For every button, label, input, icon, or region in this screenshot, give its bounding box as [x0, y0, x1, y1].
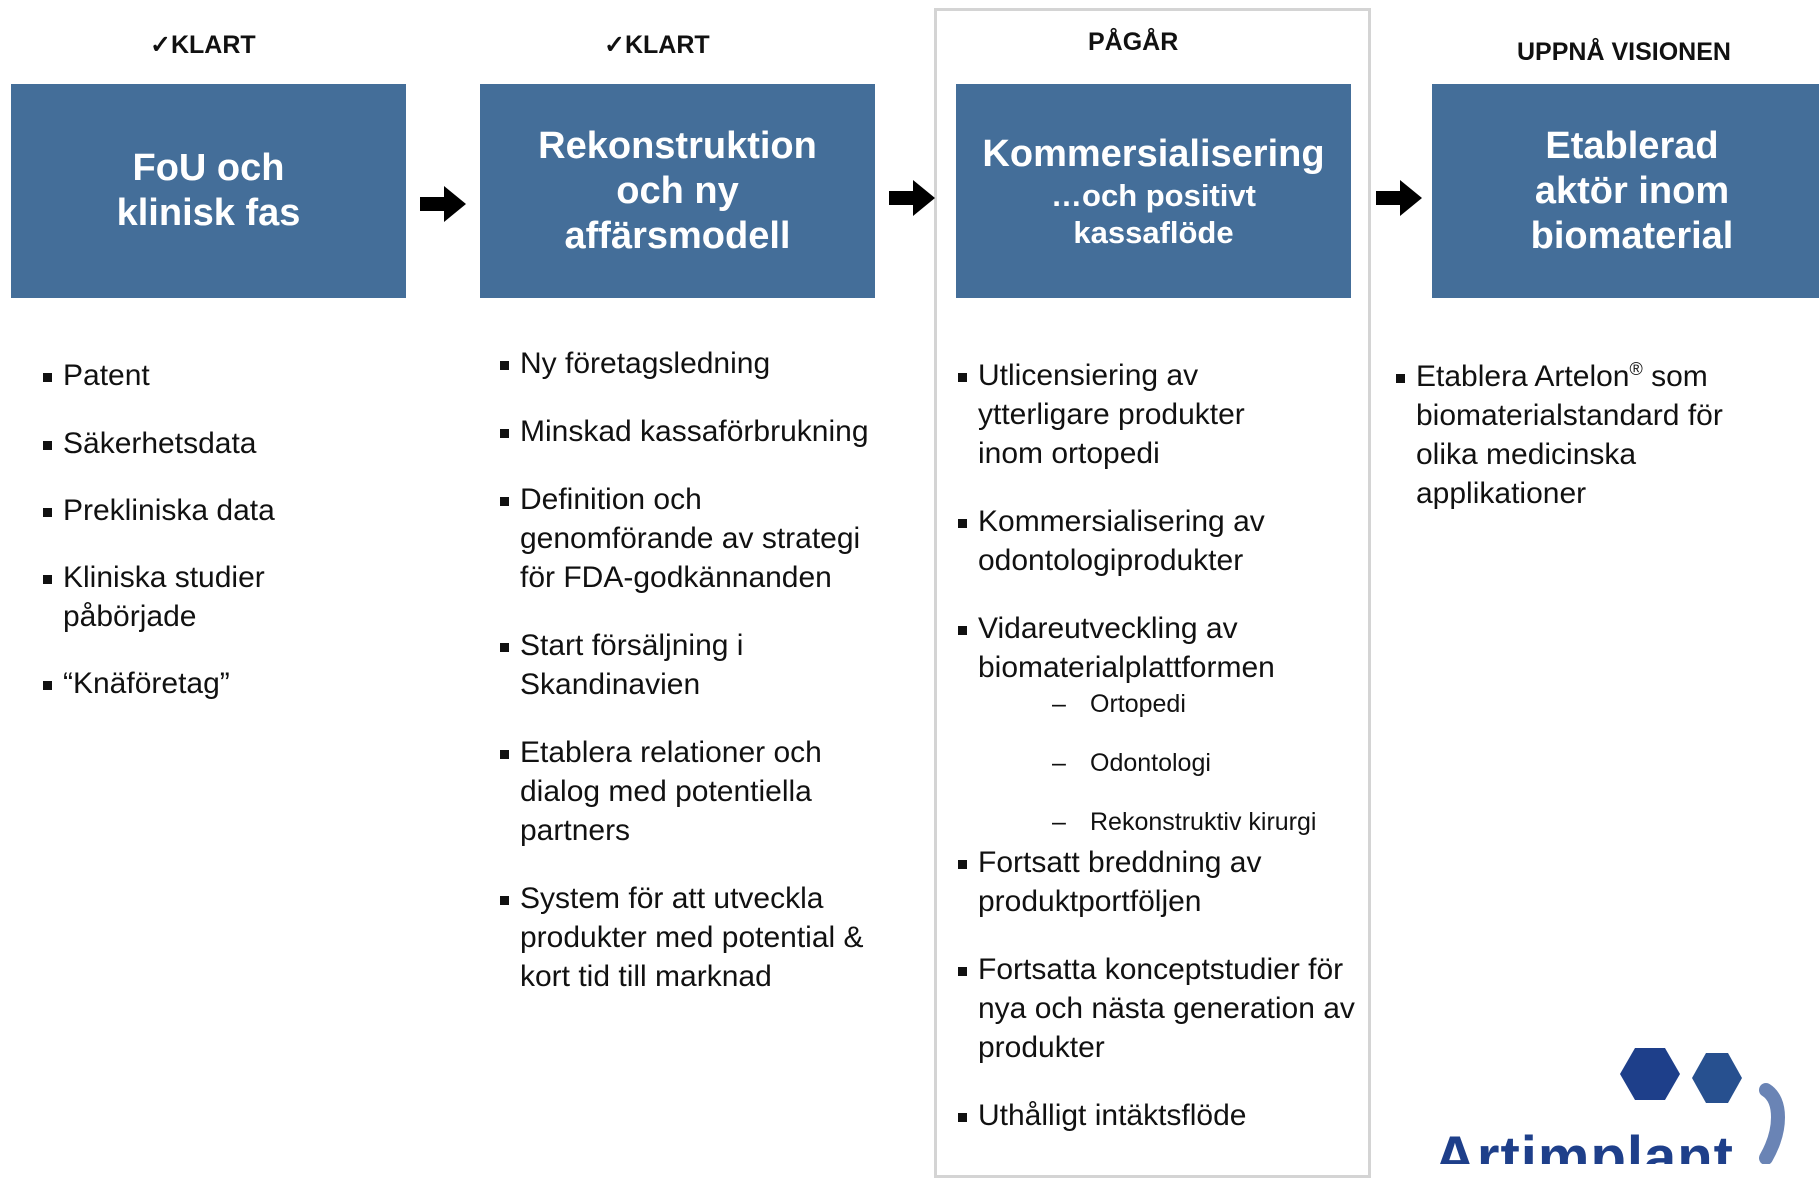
list-item-text: “Knäföretag”	[63, 667, 230, 700]
list-item: Uthålligt intäktsflöde	[958, 1096, 1358, 1135]
list-item-text: Uthålligt intäktsflöde	[978, 1099, 1247, 1132]
bullet-list-stage-1: Patent Säkerhetsdata Prekliniska data Kl…	[43, 356, 373, 703]
arrow-right-icon	[1376, 178, 1422, 218]
list-item: Utlicensiering av ytterligare produkter …	[958, 356, 1308, 473]
list-item-text: Etablera relationer och dialog med poten…	[520, 736, 822, 847]
list-item-text: Säkerhetsdata	[63, 427, 257, 460]
sub-list: Ortopedi Odontologi Rekonstruktiv kirurg…	[978, 689, 1358, 837]
status-label-stage-2: ✓KLART	[604, 31, 710, 59]
status-label-stage-4: UPPNÅ VISIONEN	[1517, 38, 1731, 66]
list-item: “Knäföretag”	[43, 664, 373, 703]
stage-box-vision: Etablerad aktör inom biomaterial	[1432, 84, 1819, 298]
logo-text: Artimplant	[1434, 1125, 1734, 1164]
stage-subtitle-line: …och positivt	[1051, 177, 1256, 213]
list-item-text: Vidareutveckling av biomaterialplattform…	[978, 612, 1275, 684]
logo-hexagon-mid	[1692, 1053, 1742, 1103]
list-item: Kommersialisering av odontologiprodukter	[958, 502, 1318, 580]
list-item-text: Fortsatta konceptstudier för nya och näs…	[978, 953, 1355, 1064]
list-item-text: Kommersialisering av odontologiprodukter	[978, 505, 1265, 577]
list-item: Vidareutveckling av biomaterialplattform…	[958, 609, 1358, 837]
list-item: Start försäljning i Skandinavien	[500, 626, 810, 704]
list-item: Etablera Artelon® som biomaterialstandar…	[1396, 357, 1766, 513]
list-item-text: Utlicensiering av ytterligare produkter …	[978, 359, 1245, 470]
stage-box-commercialization: Kommersialisering …och positivt kassaflö…	[956, 84, 1351, 298]
logo-hexagon-dark	[1620, 1048, 1680, 1100]
stage-subtitle-line: kassaflöde	[1073, 214, 1234, 250]
sub-list-item: Rekonstruktiv kirurgi	[978, 807, 1358, 837]
stage-box-rnd: FoU och klinisk fas	[11, 84, 406, 298]
stage-box-reconstruction: Rekonstruktion och ny affärsmodell	[480, 84, 875, 298]
stage-title-line: Etablerad	[1545, 124, 1719, 167]
registered-mark: ®	[1629, 359, 1643, 379]
status-label-stage-3: PÅGÅR	[1088, 28, 1179, 56]
list-item: Fortsatta konceptstudier för nya och näs…	[958, 950, 1358, 1067]
list-item: Fortsatt breddning av produktportföljen	[958, 843, 1308, 921]
stage-title-line: aktör inom	[1534, 169, 1730, 212]
logo-mark-icon	[1620, 1048, 1785, 1164]
list-item-text: System för att utveckla produkter med po…	[520, 882, 864, 993]
list-item-text: Patent	[63, 359, 150, 392]
arrow-right-icon	[420, 184, 466, 224]
company-logo: Artimplant	[1420, 1040, 1819, 1164]
stage-title: Kommersialisering	[982, 132, 1325, 175]
sub-list-item: Ortopedi	[978, 689, 1358, 719]
sub-list-item: Odontologi	[978, 748, 1358, 778]
list-item: Definition och genomförande av strategi …	[500, 480, 890, 597]
list-item-text: Ny företagsledning	[520, 347, 771, 380]
list-item: Patent	[43, 356, 373, 395]
list-item-text: Etablera Artelon	[1416, 360, 1630, 393]
stage-title-line: affärsmodell	[564, 214, 791, 257]
list-item-text: Kliniska studier påbörjade	[63, 561, 265, 633]
stage-title-line: biomaterial	[1530, 214, 1734, 257]
list-item-text: Prekliniska data	[63, 494, 275, 527]
list-item-text: Minskad kassaförbrukning	[520, 415, 869, 448]
list-item: Minskad kassaförbrukning	[500, 412, 900, 451]
list-item: Etablera relationer och dialog med poten…	[500, 733, 870, 850]
list-item: Säkerhetsdata	[43, 424, 373, 463]
list-item: Kliniska studier påbörjade	[43, 558, 293, 636]
stage-title-line: och ny	[616, 169, 739, 212]
logo-swoosh	[1759, 1083, 1785, 1164]
list-item: Ny företagsledning	[500, 344, 900, 383]
list-item: Prekliniska data	[43, 491, 373, 530]
stage-title-line: klinisk fas	[116, 192, 301, 234]
bullet-list-stage-3: Utlicensiering av ytterligare produkter …	[958, 356, 1358, 1135]
bullet-list-stage-4: Etablera Artelon® som biomaterialstandar…	[1396, 357, 1776, 513]
stage-title-line: FoU och	[132, 147, 285, 189]
list-item-text: Definition och genomförande av strategi …	[520, 483, 861, 594]
arrow-right-icon	[889, 178, 935, 218]
status-label-stage-1: ✓KLART	[150, 31, 256, 59]
stage-title-line: Rekonstruktion	[538, 124, 817, 167]
list-item-text: Start försäljning i Skandinavien	[520, 629, 744, 701]
list-item-text: Fortsatt breddning av produktportföljen	[978, 846, 1262, 918]
list-item: System för att utveckla produkter med po…	[500, 879, 910, 996]
bullet-list-stage-2: Ny företagsledning Minskad kassaförbrukn…	[500, 344, 900, 996]
list-item-text: som biomaterialstandard för olika medici…	[1416, 360, 1723, 510]
